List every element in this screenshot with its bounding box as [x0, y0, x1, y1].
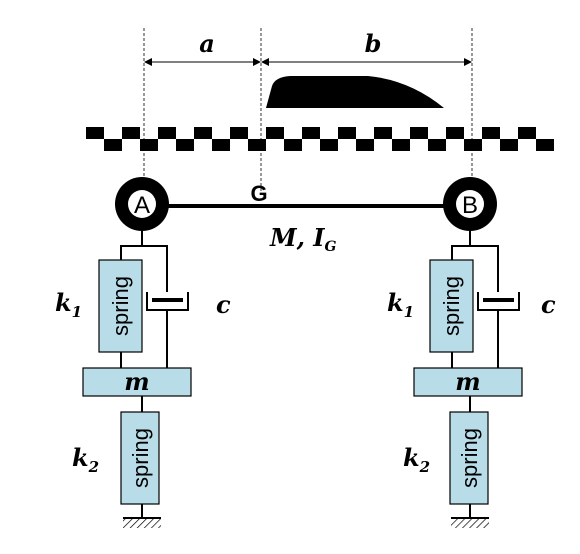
cg-label: G [250, 181, 267, 206]
rear-ground-hatch [451, 519, 489, 528]
wheel-a-label: A [134, 192, 150, 219]
front-upper-spring-text: spring [108, 276, 133, 336]
rear-lower-spring-text: spring [457, 428, 482, 488]
front-upper-spring [98, 259, 143, 353]
road-square [500, 139, 518, 151]
wheel-a-hub [128, 190, 156, 218]
rear-mass-label: m [455, 367, 480, 396]
rear-lower-spring [449, 411, 489, 505]
road-square [482, 127, 500, 139]
checkered-road [86, 127, 554, 151]
car-silhouette [266, 76, 444, 108]
road-square [320, 139, 338, 151]
front-lower-spring-text: spring [128, 428, 153, 488]
rear-mass-block [413, 367, 523, 397]
road-square [230, 127, 248, 139]
dimension-b-label: b [365, 29, 382, 58]
road-square [410, 127, 428, 139]
wheel-b-label: B [462, 192, 478, 219]
road-square [428, 139, 446, 151]
wheel-b-hub [456, 190, 484, 218]
road-square [356, 139, 374, 151]
road-square [284, 139, 302, 151]
front-suspension: spring k1 c m spring k2 [55, 231, 231, 528]
rear-suspension: spring k1 c m spring k2 [387, 231, 556, 528]
road-square [392, 139, 410, 151]
front-mass-block [82, 367, 192, 397]
road-square [374, 127, 392, 139]
road-square [122, 127, 140, 139]
road-square [464, 139, 482, 151]
front-mass-label: m [124, 367, 149, 396]
road-square [536, 139, 554, 151]
front-lower-spring [120, 411, 160, 505]
road-square [446, 127, 464, 139]
rear-k1-label: k1 [387, 288, 414, 321]
rear-damper-label: c [541, 290, 556, 319]
rear-k2-label: k2 [403, 443, 430, 476]
front-k2-label: k2 [72, 443, 99, 476]
road-square [212, 139, 230, 151]
road-square [266, 127, 284, 139]
road-square [248, 139, 266, 151]
dimension-a-label: a [199, 29, 215, 58]
front-damper-label: c [216, 290, 231, 319]
road-square [104, 139, 122, 151]
front-k1-label: k1 [55, 288, 82, 321]
rear-upper-spring-text: spring [439, 276, 464, 336]
road-square [338, 127, 356, 139]
front-ground-hatch [123, 519, 161, 528]
road-square [86, 127, 104, 139]
road-square [302, 127, 320, 139]
road-square [194, 127, 212, 139]
road-square [518, 127, 536, 139]
road-square [176, 139, 194, 151]
road-square [140, 139, 158, 151]
mass-inertia-label: M, IG [269, 223, 337, 255]
road-square [158, 127, 176, 139]
